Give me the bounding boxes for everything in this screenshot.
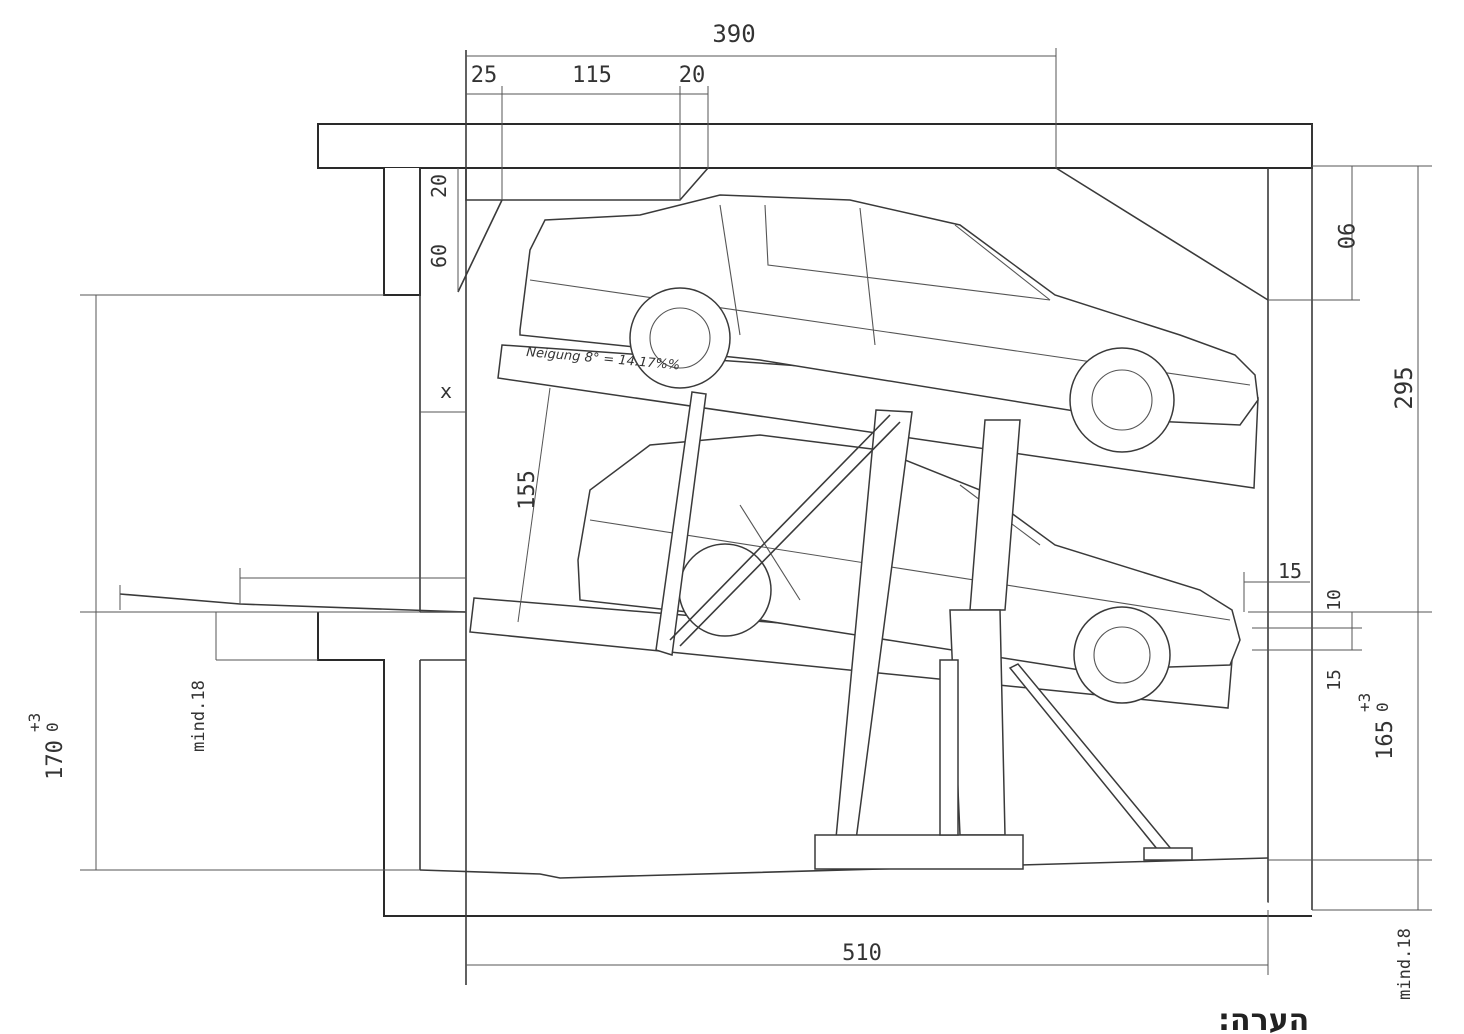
dimension-labels: 390 25 115 20 20 60 x 155 90 295 15 10 1… [25, 20, 1418, 1000]
upper-car-rear-wheel [629, 287, 731, 389]
strut-foot [1143, 847, 1193, 861]
ramp-approach [119, 593, 467, 613]
lift-mechanism [655, 391, 1193, 870]
dim-text-115: 115 [572, 63, 612, 88]
lift-base-plate [814, 834, 1024, 870]
dim-text-60-left: 60 [427, 244, 451, 268]
right-chamfer [1055, 167, 1269, 301]
diagonal-brace [669, 414, 891, 641]
dimension-lines [80, 48, 1432, 975]
dim-text-25: 25 [471, 63, 498, 88]
diagonal-brace-2 [679, 421, 901, 647]
upper-left-wall [383, 168, 421, 296]
upper-car-b-pillar [859, 207, 876, 346]
upper-car-front-hub [1091, 369, 1153, 431]
dim-text-390: 390 [712, 20, 755, 48]
dim-text-mind-left: mind.18 [189, 680, 209, 752]
ceiling-slab [317, 123, 1313, 169]
right-lift-column [969, 419, 1021, 611]
dim-text-510: 510 [842, 941, 882, 966]
dim-text-295: 295 [1390, 366, 1418, 409]
dim-text-20-left: 20 [427, 174, 451, 198]
note-label: הערה: [1218, 1003, 1309, 1034]
upper-car-front-wheel [1069, 347, 1175, 453]
dim-text-155: 155 [515, 470, 540, 510]
left-lift-post [655, 391, 707, 656]
dim-text-10: 10 [1324, 589, 1345, 611]
dim-text-165-group: 165 +3 0 [1355, 693, 1398, 760]
lower-car-b-pillar [739, 504, 801, 601]
upper-car-rear-hub [649, 307, 711, 369]
hydraulic-cylinder [939, 659, 959, 836]
dim-text-x: x [440, 379, 452, 403]
lower-car-front-hub [1093, 626, 1151, 684]
upper-car-windshield [954, 224, 1051, 301]
dim-text-170: 170 [43, 740, 68, 780]
lower-car-front-wheel [1073, 606, 1171, 704]
upper-car-body [519, 194, 1259, 426]
upper-car-a-pillar [719, 204, 741, 336]
dim-text-15-top: 15 [1278, 559, 1302, 583]
dim-text-165-plus: +3 [1355, 693, 1374, 712]
dim-text-15-bottom: 15 [1324, 669, 1345, 691]
garage-structure [80, 50, 1313, 985]
dim-text-170-plus: +3 [25, 713, 44, 732]
dim-text-170-group: 170 +3 0 [25, 713, 68, 780]
driveway-slab [317, 612, 1312, 917]
dim-text-165: 165 [1373, 720, 1398, 760]
dim-text-20-top: 20 [679, 63, 706, 88]
dim-text-90: 90 [1332, 223, 1357, 250]
dim-text-mind-right: mind.18 [1395, 928, 1415, 1000]
upper-car-window-line [764, 204, 1051, 301]
lower-car-rear-wheel [678, 543, 772, 637]
lower-car-bodyline [589, 519, 1231, 621]
dim-text-170-zero: 0 [43, 722, 62, 732]
left-chamfer [457, 199, 503, 293]
dim-line-155 [517, 387, 551, 623]
dim-text-165-zero: 0 [1373, 702, 1392, 712]
